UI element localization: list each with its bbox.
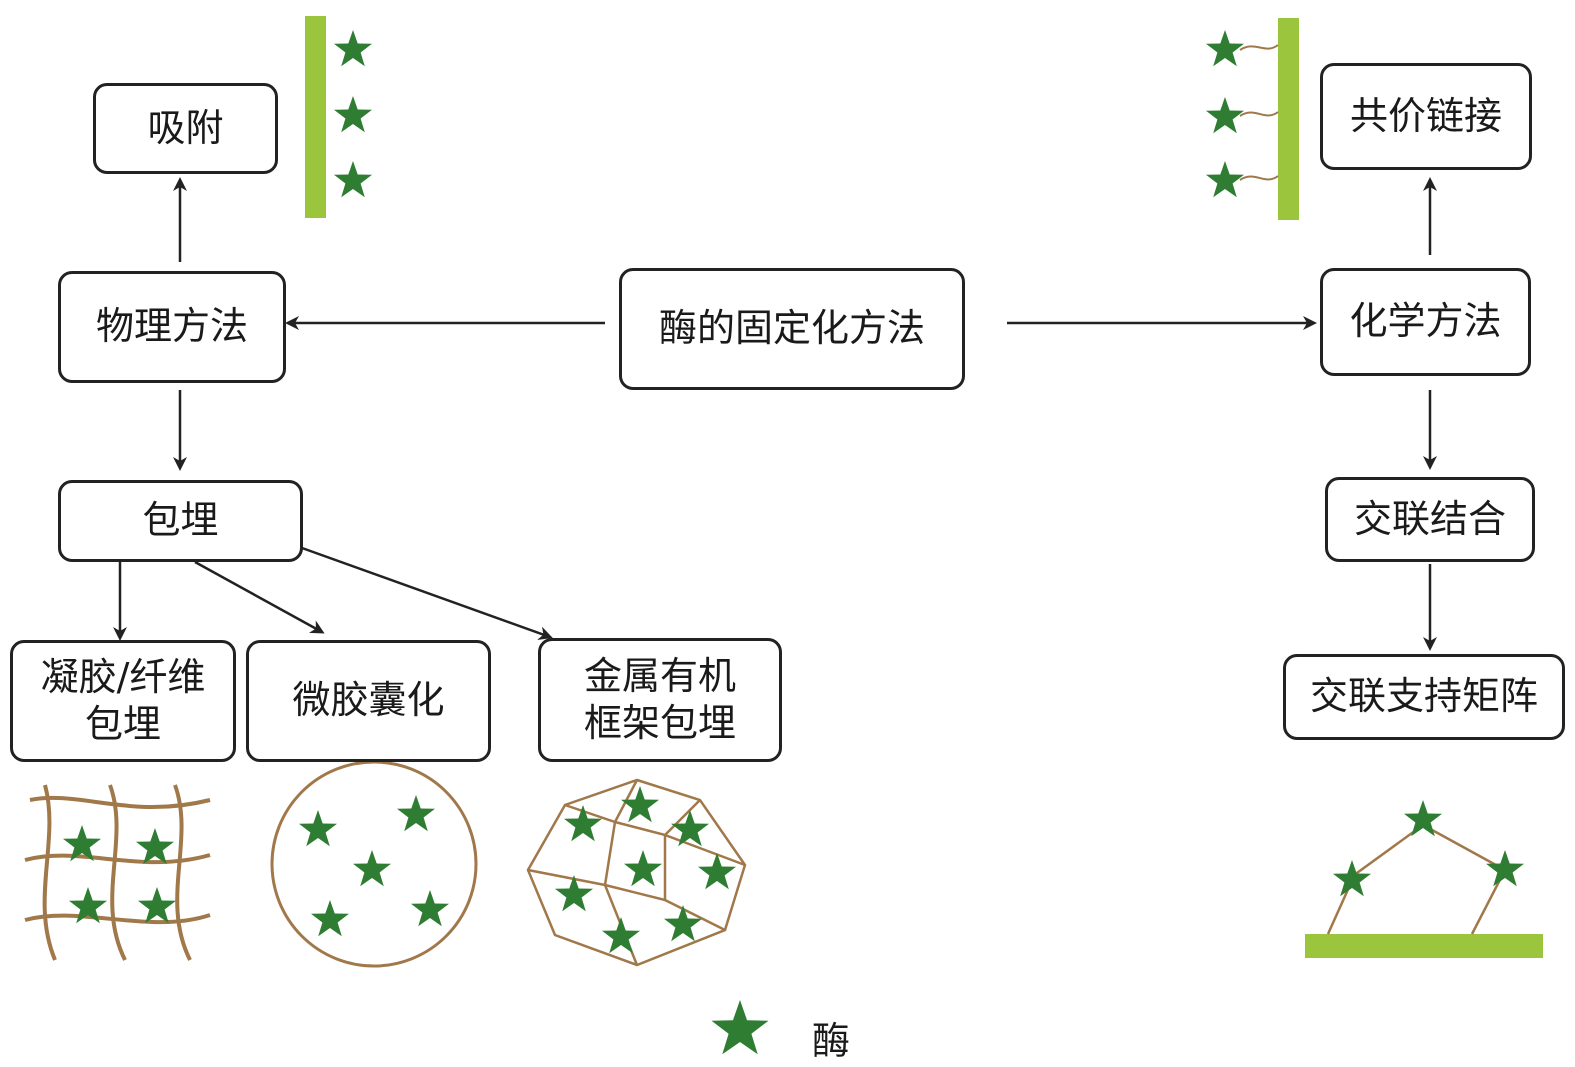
node-microcapsule-label: 微胶囊化 (292, 678, 445, 723)
adsorption-illustration (305, 16, 372, 218)
arrow-embedding-to-microcapsule (194, 560, 325, 634)
enzyme-star-icon (411, 890, 449, 927)
node-mof-line2: 框架包埋 (583, 701, 736, 745)
node-covalent-label: 共价链接 (1349, 93, 1502, 138)
enzyme-star-icon (671, 810, 709, 847)
node-gel-fiber-line1: 凝胶/纤维 (40, 654, 206, 699)
covalent-support-bar (1278, 18, 1299, 220)
node-mof: 金属有机 框架包埋 (538, 638, 782, 762)
matrix-support-bar (1305, 934, 1543, 958)
legend-label: 酶 (812, 1019, 851, 1063)
node-adsorption-label: 吸附 (147, 105, 224, 150)
node-crosslink-matrix: 交联支持矩阵 (1283, 654, 1565, 740)
node-root: 酶的固定化方法 (619, 268, 965, 390)
enzyme-star-icon (602, 917, 640, 954)
enzyme-star-icon (624, 850, 662, 887)
enzyme-star-icon (136, 828, 174, 865)
covalent-illustration (1206, 18, 1299, 220)
arrows (113, 177, 1437, 651)
node-gel-fiber-line2: 包埋 (84, 702, 161, 746)
enzyme-star-icon (397, 795, 435, 832)
enzyme-star-icon (299, 810, 337, 847)
node-gel-fiber: 凝胶/纤维 包埋 (10, 640, 236, 762)
node-embedding: 包埋 (58, 480, 303, 562)
node-physical-method-label: 物理方法 (95, 304, 248, 349)
node-crosslink-label: 交联结合 (1353, 496, 1506, 541)
node-mof-line1: 金属有机 (583, 653, 736, 698)
enzyme-star-icon (621, 786, 659, 823)
mof-framework-illustration (526, 778, 747, 967)
enzyme-star-icon (1486, 850, 1524, 887)
enzyme-star-icon (1404, 800, 1442, 837)
node-physical-method: 物理方法 (58, 271, 286, 383)
enzyme-star-icon (311, 900, 349, 937)
enzyme-star-icon (1206, 30, 1244, 67)
gel-fiber-network (24, 784, 211, 961)
enzyme-star-icon (334, 96, 372, 133)
node-root-label: 酶的固定化方法 (658, 306, 925, 351)
arrow-embedding-to-mof (301, 546, 553, 640)
node-adsorption: 吸附 (93, 83, 278, 174)
legend-star-icon (711, 1000, 769, 1055)
enzyme-star-icon (353, 850, 391, 887)
node-embedding-label: 包埋 (142, 498, 219, 543)
enzyme-star-icon (1206, 97, 1244, 134)
node-chemical-method-label: 化学方法 (1349, 299, 1502, 344)
enzyme-star-icon (138, 887, 176, 924)
enzyme-star-icon (1206, 161, 1244, 198)
node-covalent: 共价链接 (1320, 63, 1532, 170)
adsorption-support-bar (305, 16, 326, 218)
node-crosslink-matrix-label: 交联支持矩阵 (1309, 674, 1538, 719)
crosslink-matrix-illustration (1305, 800, 1543, 958)
node-microcapsule: 微胶囊化 (246, 640, 491, 762)
enzyme-star-icon (334, 30, 372, 67)
node-chemical-method: 化学方法 (1320, 268, 1531, 376)
microcapsule-illustration (270, 760, 478, 968)
enzyme-star-icon (334, 161, 372, 198)
enzyme-star-icon (664, 905, 702, 942)
enzyme-star-icon (564, 805, 602, 842)
node-crosslink: 交联结合 (1325, 477, 1535, 562)
